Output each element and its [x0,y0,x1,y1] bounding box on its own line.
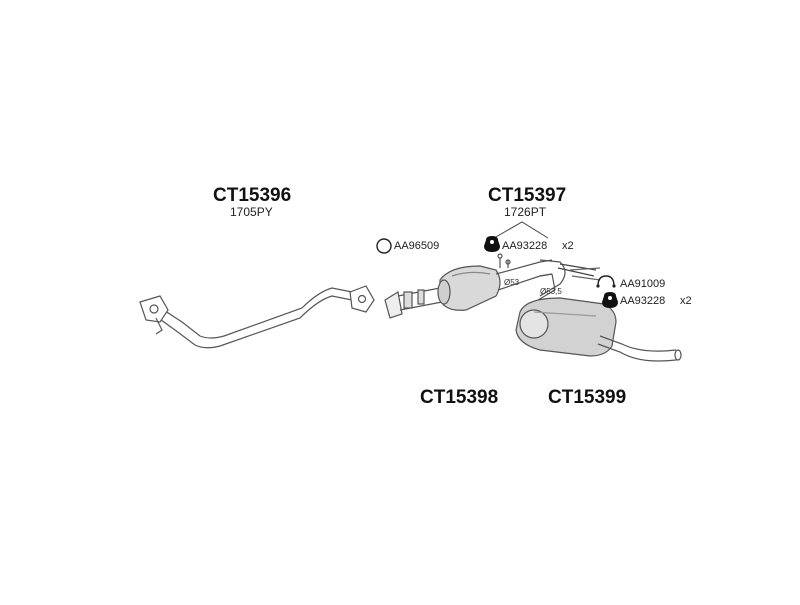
part-ref-1705py: 1705PY [230,205,273,219]
label-bracket [493,221,549,239]
rear-silencer [515,259,682,362]
acc-code-aa91009: AA91009 [620,278,666,290]
part-code-ct15397: CT15397 [488,185,567,206]
acc-code-aa93228-right: AA93228 [620,295,666,307]
part-code-ct15398: CT15398 [420,387,499,408]
acc-qty-right: x2 [680,295,692,307]
part-code-ct15396: CT15396 [213,185,292,206]
ring-icon [376,238,392,254]
diameter-label-1: Ø53 [504,278,520,287]
acc-qty-top: x2 [562,240,574,252]
front-pipe [139,285,375,349]
part-code-ct15399: CT15399 [548,387,627,408]
diameter-label-2: Ø53,5 [540,287,562,296]
rubber-hanger-icon-2 [602,292,618,308]
part-ref-1726pt: 1726PT [504,205,547,219]
acc-code-aa93228-top: AA93228 [502,240,548,252]
acc-code-aa96509: AA96509 [394,240,440,252]
clamp-icon [596,275,616,288]
catalyst-section [384,253,553,319]
rubber-hanger-icon [484,236,500,252]
